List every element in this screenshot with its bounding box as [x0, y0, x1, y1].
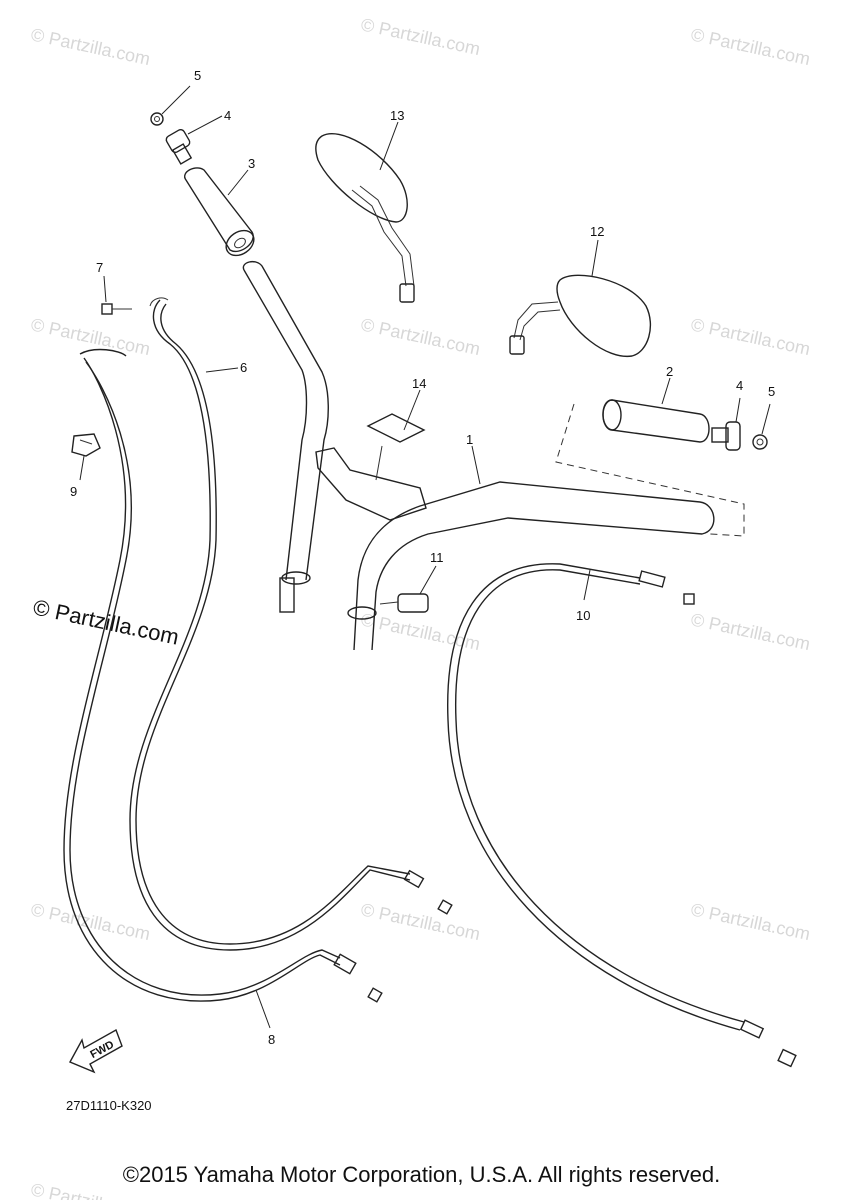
label-6: 6: [240, 360, 247, 375]
watermark: © Partzilla.com: [689, 24, 812, 69]
label-4a: 4: [224, 108, 231, 123]
watermark: © Partzilla.com: [689, 314, 812, 359]
label-4b: 4: [736, 378, 743, 393]
label-2: 2: [666, 364, 673, 379]
label-14: 14: [412, 376, 426, 391]
watermark: © Partzilla.com: [29, 24, 152, 69]
part-10-cable: [447, 563, 797, 1068]
part-8-cable: [63, 348, 383, 1003]
part-11-clamp: [379, 593, 429, 613]
part-12-mirror: [509, 274, 652, 357]
label-1: 1: [466, 432, 473, 447]
watermark: © Partzilla.com: [29, 899, 152, 944]
label-12: 12: [590, 224, 604, 239]
label-8: 8: [268, 1032, 275, 1047]
part-3-grip: [184, 167, 255, 257]
copyright-notice: ©2015 Yamaha Motor Corporation, U.S.A. A…: [122, 1162, 721, 1187]
label-5a: 5: [194, 68, 201, 83]
watermark: © Partzilla.com: [359, 609, 482, 654]
label-5b: 5: [768, 384, 775, 399]
callout-labels: 5 4 3 13 12 7 6 9 14 2 4 5 1 11 10 8: [70, 68, 775, 1047]
label-10: 10: [576, 608, 590, 623]
watermark: © Partzilla.com: [359, 899, 482, 944]
label-3: 3: [248, 156, 255, 171]
fwd-arrow-icon: FWD: [69, 1028, 123, 1074]
label-7: 7: [96, 260, 103, 275]
part-7-bolt: [101, 303, 132, 315]
watermark: © Partzilla.com: [689, 609, 812, 654]
watermark: © Partzilla.com: [359, 14, 482, 59]
label-11: 11: [430, 550, 444, 565]
diagram-code: 27D1110-K320: [66, 1098, 152, 1113]
watermark: © Partzilla.com: [689, 899, 812, 944]
part-6-cable: [129, 297, 453, 951]
part-14-holder: [315, 413, 427, 521]
part-13-mirror: [315, 133, 415, 303]
label-9: 9: [70, 484, 77, 499]
part-5-nut: [150, 112, 164, 126]
watermark: © Partzilla.com: [29, 314, 152, 359]
part-5-nut-right: [752, 434, 768, 450]
watermark: © Partzilla.com: [359, 314, 482, 359]
part-9-clip: [71, 433, 101, 457]
label-13: 13: [390, 108, 404, 123]
part-4-bar-end: [165, 128, 193, 165]
watermark-layer: © Partzilla.com © Partzilla.com © Partzi…: [29, 14, 812, 1200]
part-4-bar-end-right: [711, 421, 741, 451]
part-2-grip: [555, 399, 745, 537]
part-1-handlebar: [242, 260, 715, 651]
